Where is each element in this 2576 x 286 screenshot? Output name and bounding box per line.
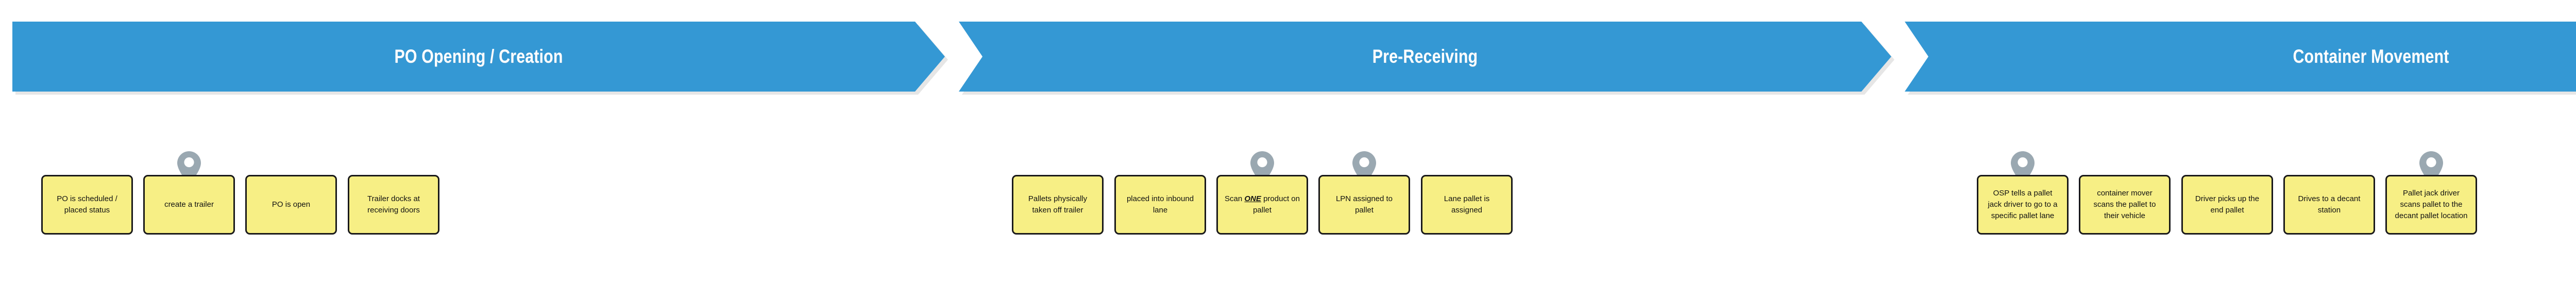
card-line: LPN assigned to [1335, 194, 1393, 204]
phase-header-body [12, 22, 945, 92]
card-line: Driver picks up the [2195, 194, 2260, 204]
card-line: lane [1153, 206, 1168, 214]
process-card-pallet-jack-driver-scans-pallet[interactable]: Pallet jack driver scans pallet to the dec… [2385, 175, 2477, 235]
card-line: scans pallet to the [2400, 200, 2463, 209]
card-line: PO is open [272, 200, 311, 209]
process-card-driver-picks-up-end-pallet[interactable]: Driver picks up the end pallet [2181, 175, 2273, 235]
card-line: jack driver to go to a [1988, 200, 2058, 209]
process-card-lane-pallet-is-assigned[interactable]: Lane pallet is assigned [1421, 175, 1513, 235]
process-card-label: Lane pallet is assigned [1426, 193, 1508, 216]
card-line: pallet [1355, 206, 1374, 214]
process-card-label: Drives to a decant station [2288, 193, 2370, 216]
process-card-label: Trailer docks at receiving doors [352, 193, 435, 216]
process-card-pallets-physically-taken-off-trailer[interactable]: Pallets physically taken off trailer [1012, 175, 1104, 235]
card-line: receiving doors [367, 206, 420, 214]
process-card-scan-one-product-on-pallet[interactable]: Scan ONE product on pallet [1216, 175, 1308, 235]
phase-header-label: Pre-Receiving [1372, 46, 1478, 67]
process-card-lpn-assigned-to-pallet[interactable]: LPN assigned to pallet [1318, 175, 1410, 235]
card-line: assigned [1451, 206, 1483, 214]
card-line: Lane pallet is [1444, 194, 1490, 204]
card-line: create a trailer [164, 200, 214, 209]
card-line: scans the pallet to [2093, 200, 2156, 209]
card-line: specific pallet lane [1991, 211, 2055, 220]
process-card-drives-to-a-decant-station[interactable]: Drives to a decant station [2283, 175, 2375, 235]
process-card-label: LPN assigned to pallet [1323, 193, 1405, 216]
card-line: taken off trailer [1032, 206, 1083, 214]
phase-header-pre-receiving[interactable]: Pre-Receiving [959, 22, 1891, 92]
process-card-label: PO is open [250, 199, 332, 210]
phase-header-po-opening-creation[interactable]: PO Opening / Creation [12, 22, 945, 92]
process-card-osp-tells-pallet-jack-driver[interactable]: OSP tells a pallet jack driver to go to a… [1977, 175, 2069, 235]
process-card-label: Pallet jack driver scans pallet to the dec… [2390, 188, 2472, 221]
card-line: placed status [64, 206, 110, 214]
process-card-placed-into-inbound-lane[interactable]: placed into inbound lane [1114, 175, 1206, 235]
process-card-label: create a trailer [148, 199, 230, 210]
process-card-label: container mover scans the pallet to their … [2083, 188, 2166, 221]
process-card-container-mover-scans-pallet[interactable]: container mover scans the pallet to their … [2079, 175, 2171, 235]
card-line: placed into inbound [1126, 194, 1194, 204]
card-line: station [2317, 206, 2341, 214]
process-card-label: Pallets physically taken off trailer [1016, 193, 1099, 216]
process-card-po-is-scheduled-placed-status[interactable]: PO is scheduled / placed status [41, 175, 133, 235]
process-card-po-is-open[interactable]: PO is open [245, 175, 337, 235]
phase-header-label: PO Opening / Creation [394, 46, 563, 67]
phase-header-container-movement[interactable]: Container Movement [1905, 22, 2576, 92]
card-line: OSP tells a pallet [1993, 189, 2053, 198]
process-card-label: placed into inbound lane [1119, 193, 1201, 216]
card-line: Drives to a decant [2298, 194, 2361, 204]
card-line: Pallets physically [1028, 194, 1088, 204]
emphasis-text: ONE [1244, 194, 1261, 204]
process-card-label: Scan ONE product on pallet [1225, 194, 1300, 214]
phase-header-body [959, 22, 1891, 92]
card-line: container mover [2097, 189, 2153, 198]
process-card-create-a-trailer[interactable]: create a trailer [143, 175, 235, 235]
process-card-label: OSP tells a pallet jack driver to go to a… [1981, 188, 2064, 221]
phase-header-body [1905, 22, 2576, 92]
phase-header-label: Container Movement [2293, 46, 2449, 67]
card-line: end pallet [2210, 206, 2244, 214]
card-line: their vehicle [2104, 211, 2146, 220]
card-line: Pallet jack driver [2402, 189, 2460, 198]
process-card-trailer-docks-at-receiving-doors[interactable]: Trailer docks at receiving doors [348, 175, 439, 235]
card-line: PO is scheduled / [57, 194, 117, 204]
card-line: decant pallet location [2395, 211, 2468, 220]
process-card-label: PO is scheduled / placed status [46, 193, 128, 216]
card-line: Trailer docks at [367, 194, 420, 204]
process-card-label: Driver picks up the end pallet [2186, 193, 2268, 216]
